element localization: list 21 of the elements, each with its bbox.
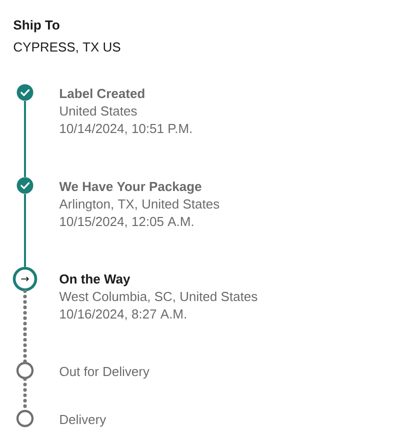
- heading: Ship To: [14, 20, 60, 32]
- dotted-line: [23, 289, 27, 364]
- status-title: Label Created: [60, 88, 144, 98]
- location-text: United States: [60, 106, 137, 116]
- location-text: West Columbia, SC, United States: [59, 292, 258, 303]
- status-title: We Have Your Package: [59, 182, 202, 194]
- check-circle-icon: [16, 177, 34, 194]
- location-text: Arlington, TX, United States: [59, 199, 220, 212]
- status-title: On the Way: [60, 274, 130, 286]
- date-text: 10/15/2024, 12:05 A.M.: [60, 216, 194, 228]
- address-text: CYPRESS, TX US: [14, 42, 120, 54]
- empty-circle-icon: [16, 362, 34, 380]
- arrow-circle-icon: [12, 266, 38, 292]
- status-title: Delivery: [60, 414, 106, 427]
- timeline-line: [24, 194, 26, 267]
- check-circle-icon: [16, 84, 34, 101]
- empty-circle-icon: [16, 410, 34, 428]
- date-text: 10/14/2024, 10:51 P.M.: [60, 124, 192, 135]
- status-title: Out for Delivery: [60, 366, 150, 379]
- date-text: 10/16/2024, 8:27 A.M.: [60, 309, 186, 320]
- timeline-line: [24, 100, 26, 178]
